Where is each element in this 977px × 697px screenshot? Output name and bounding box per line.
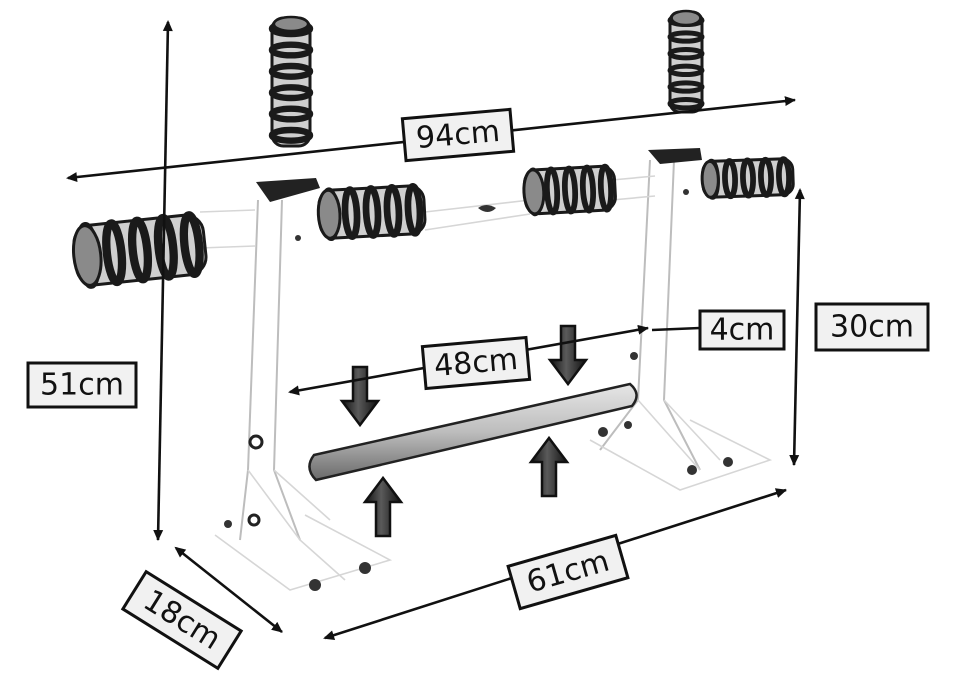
upright-height-line [789,188,805,466]
bolt-icon [309,579,321,591]
bolt-icon [687,465,697,475]
roller-left-inner [316,182,427,242]
dim-text-width: 94cm [415,114,502,156]
roller-vertical-right [667,9,705,114]
dim-text-upright: 30cm [830,310,914,345]
bolt-icon [630,352,638,360]
top-bracket-left [256,178,320,202]
roller-right-inner [522,163,617,217]
top-bracket-right [648,148,702,164]
bolt-icon [598,427,608,437]
dim-text-offset: 4cm [710,313,775,348]
dimension-lines [66,20,805,641]
dim-label-base: 61cm [506,533,630,611]
dim-label-bar: 48cm [420,335,532,391]
dim-text-height: 51cm [40,368,124,403]
arrow-down-right [547,324,589,387]
bolt-icon [248,434,264,450]
dim-label-offset: 4cm [698,309,786,351]
height-line [153,20,173,541]
bolt-icon [247,513,261,527]
bolt-icon [624,421,632,429]
arrow-down-left [339,365,381,428]
bolt-icon [295,235,301,241]
dim-label-upright: 30cm [814,302,930,352]
offset-line [651,326,701,332]
bolt-icon [683,189,689,195]
roller-vertical-left [268,15,314,148]
dim-label-height: 51cm [26,361,138,409]
roller-right-outer [700,156,795,200]
pin-icon [478,205,496,212]
bolt-icon [723,457,733,467]
arrow-up-left [362,475,404,538]
depth-line [174,546,283,634]
bolt-icon [224,520,232,528]
dim-text-bar: 48cm [433,342,520,384]
roller-left-outer [72,211,208,289]
bolt-icon [359,562,371,574]
arrow-up-right [528,435,570,498]
dim-label-width: 94cm [400,107,516,163]
